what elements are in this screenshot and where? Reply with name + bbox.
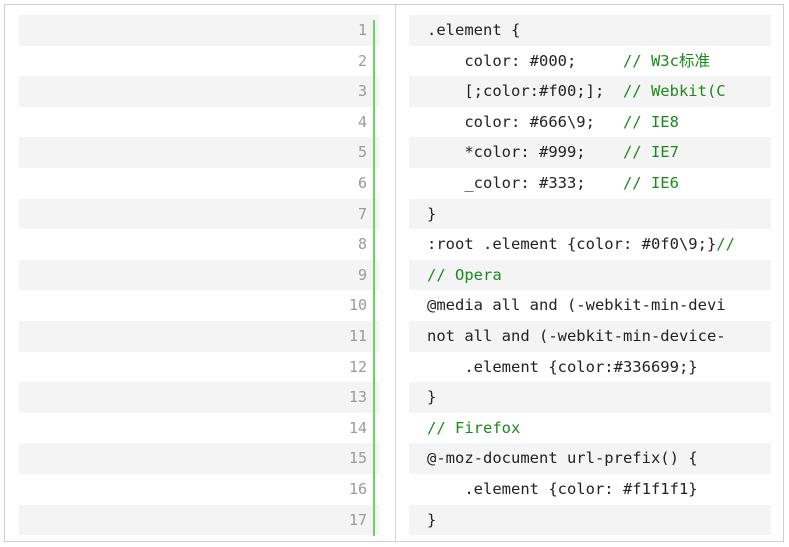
code-area: .element { color: #000; // W3c标准 [;color… — [409, 15, 771, 536]
code-text: } — [427, 510, 437, 529]
code-comment: // IE8 — [622, 112, 679, 131]
code-line: } — [409, 382, 771, 413]
code-text: } — [427, 388, 437, 407]
code-text: @-moz-document url-prefix() { — [427, 449, 698, 468]
code-text: .element { — [427, 21, 521, 39]
code-line: } — [409, 198, 771, 230]
code-line: color: #000; // W3c标准 — [409, 45, 771, 77]
line-number: 11 — [19, 320, 379, 352]
code-text: } — [427, 204, 437, 223]
line-number: 1 — [19, 15, 379, 46]
code-text: .element {color: #f1f1f1} — [427, 479, 698, 498]
line-number: 5 — [19, 137, 379, 168]
line-number: 2 — [19, 45, 379, 77]
line-number: 9 — [19, 259, 379, 291]
line-number: 14 — [19, 412, 379, 444]
line-number: 8 — [19, 229, 379, 260]
code-line: [;color:#f00;]; // Webkit(C — [409, 76, 771, 107]
code-line: *color: #999; // IE7 — [409, 137, 771, 168]
line-number: 16 — [19, 473, 379, 505]
code-text: *color: #999; — [427, 143, 623, 162]
line-number: 13 — [19, 382, 379, 413]
code-text: not all and (-webkit-min-device- — [427, 326, 726, 345]
code-comment: // IE7 — [622, 143, 679, 162]
code-text: @media all and (-webkit-min-devi — [427, 296, 726, 315]
code-line: color: #666\9; // IE8 — [409, 106, 771, 138]
code-comment: // Webkit(C — [622, 82, 726, 101]
code-line: :root .element {color: #0f0\9;}// — [409, 229, 771, 260]
code-comment: // — [716, 235, 735, 254]
code-text: color: #666\9; — [427, 112, 623, 131]
line-number: 17 — [19, 504, 379, 536]
code-line: // Opera — [409, 259, 771, 291]
line-number: 12 — [19, 351, 379, 383]
gutter-accent-line — [373, 20, 375, 536]
code-text: [;color:#f00;]; — [427, 82, 623, 101]
gutter-divider — [395, 5, 396, 541]
code-line: .element {color:#336699;} — [409, 351, 771, 383]
line-number: 7 — [19, 198, 379, 230]
line-number: 4 — [19, 106, 379, 138]
code-line: .element {color: #f1f1f1} — [409, 473, 771, 505]
line-number: 3 — [19, 76, 379, 107]
code-line: @media all and (-webkit-min-devi — [409, 290, 771, 321]
line-number: 6 — [19, 167, 379, 199]
line-number: 10 — [19, 290, 379, 321]
code-line: .element { — [409, 15, 771, 46]
code-line: } — [409, 504, 771, 536]
code-line: not all and (-webkit-min-device- — [409, 320, 771, 352]
code-text: _color: #333; — [427, 173, 623, 192]
code-line: @-moz-document url-prefix() { — [409, 443, 771, 474]
code-text: :root .element {color: #0f0\9;} — [427, 235, 717, 254]
code-text: .element {color:#336699;} — [427, 357, 698, 376]
code-line: _color: #333; // IE6 — [409, 167, 771, 199]
code-text: color: #000; — [427, 51, 623, 70]
code-line: // Firefox — [409, 412, 771, 444]
line-number: 15 — [19, 443, 379, 474]
code-comment: // IE6 — [622, 173, 679, 192]
code-comment: // W3c标准 — [622, 51, 710, 70]
code-comment: // Firefox — [427, 418, 521, 437]
code-comment: // Opera — [427, 265, 502, 284]
